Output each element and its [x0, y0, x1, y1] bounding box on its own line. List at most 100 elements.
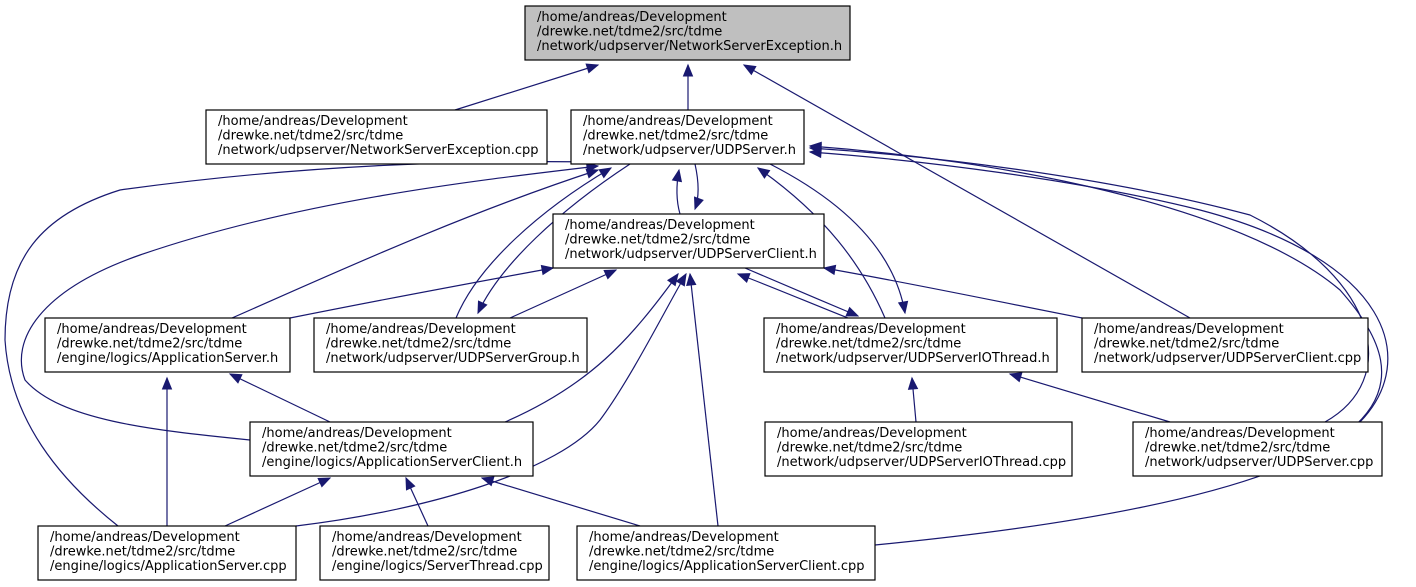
arrowhead-icon [742, 64, 757, 76]
node-label-line: /drewke.net/tdme2/src/tdme [326, 337, 511, 352]
edge-appserverh-to-udpserverh [231, 168, 600, 319]
node-label-line: /network/udpserver/NetworkServerExceptio… [218, 143, 539, 158]
node-label-line: /home/andreas/Development [1145, 426, 1335, 441]
arrowhead-icon [161, 376, 173, 390]
edge-line [295, 273, 687, 527]
node-label-line: /network/udpserver/UDPServerIOThread.cpp [777, 455, 1066, 470]
edge-line [809, 147, 1370, 423]
node-label-line: /engine/logics/ApplicationServerClient.h [262, 455, 522, 470]
node-label-line: /home/andreas/Development [565, 218, 755, 233]
node-label-line: /network/udpserver/UDPServerClient.h [565, 247, 817, 262]
node-label-line: /home/andreas/Development [262, 426, 452, 441]
node-label-line: /drewke.net/tdme2/src/tdme [332, 545, 517, 560]
node-box[interactable] [1132, 421, 1383, 477]
node-label-line: /home/andreas/Development [1094, 322, 1284, 337]
node-label-line: /engine/logics/ApplicationServerClient.c… [589, 559, 865, 574]
arrowhead-icon [1008, 372, 1023, 383]
node-appservercpp[interactable]: /home/andreas/Development/drewke.net/tdm… [37, 525, 297, 581]
node-box[interactable] [319, 525, 550, 581]
edge-line [289, 267, 554, 319]
arrowhead-icon [405, 476, 416, 491]
node-box[interactable] [524, 5, 851, 61]
arrowhead-icon [686, 272, 697, 287]
node-label-line: /drewke.net/tdme2/src/tdme [1145, 441, 1330, 456]
arrowhead-icon [907, 376, 919, 390]
node-box[interactable] [1081, 317, 1369, 373]
node-label-line: /home/andreas/Development [589, 530, 779, 545]
arrowhead-icon [317, 477, 332, 488]
arrowhead-icon [480, 476, 495, 487]
arrowhead-icon [666, 272, 679, 287]
node-box[interactable] [576, 525, 876, 581]
edge-line [504, 273, 679, 423]
node-box[interactable] [570, 109, 805, 165]
edge-line [809, 145, 1383, 546]
edge-groupH-to-udpclienth [509, 269, 618, 319]
node-label-line: /home/andreas/Development [537, 10, 727, 25]
arrowhead-icon [808, 141, 822, 153]
node-box[interactable] [205, 109, 548, 165]
edge-line [455, 167, 612, 319]
edge-appclienth-to-appserverh [228, 373, 331, 423]
node-label-line: /network/udpserver/UDPServerClient.cpp [1094, 351, 1361, 366]
node-udpclienth[interactable]: /home/andreas/Development/drewke.net/tdm… [552, 213, 825, 269]
arrowhead-icon [845, 306, 860, 317]
arrowhead-icon [598, 167, 613, 179]
node-box[interactable] [763, 317, 1058, 373]
arrowhead-icon [228, 373, 243, 384]
node-box[interactable] [313, 317, 588, 373]
edge-line [454, 64, 599, 111]
edge-udpserverh-to-root [682, 63, 694, 110]
edge-line [757, 167, 886, 319]
arrowhead-icon [603, 269, 618, 280]
edge-udpserverh-to-iothreadh [769, 163, 909, 315]
node-root[interactable]: /home/andreas/Development/drewke.net/tdm… [524, 5, 851, 61]
edge-iothreadcpp-to-iothreadh [907, 376, 919, 423]
node-groupH[interactable]: /home/andreas/Development/drewke.net/tdm… [313, 317, 588, 373]
edge-line [737, 273, 849, 319]
node-label-line: /drewke.net/tdme2/src/tdme [57, 337, 242, 352]
node-label-line: /drewke.net/tdme2/src/tdme [537, 25, 722, 40]
node-box[interactable] [37, 525, 297, 581]
node-label-line: /home/andreas/Development [776, 322, 966, 337]
edge-line [823, 267, 1083, 319]
edge-clientcpp-to-root [742, 64, 1191, 319]
node-label-line: /home/andreas/Development [57, 322, 247, 337]
arrowhead-icon [675, 272, 687, 287]
edge-udpclienth-to-iothreadh [744, 267, 860, 317]
edge-udpclienth-to-udpserverh [671, 168, 683, 215]
edge-appservercpp-to-appclienth [224, 477, 332, 527]
edge-line [1009, 373, 1171, 423]
edge-line [20, 165, 599, 441]
arrowhead-icon [682, 63, 694, 77]
arrowhead-icon [671, 168, 683, 183]
edge-line [809, 151, 1389, 423]
node-nsecpp[interactable]: /home/andreas/Development/drewke.net/tdm… [205, 109, 548, 165]
edge-line [744, 267, 859, 317]
node-iothreadh[interactable]: /home/andreas/Development/drewke.net/tdm… [763, 317, 1058, 373]
node-label-line: /drewke.net/tdme2/src/tdme [777, 441, 962, 456]
edge-line [689, 273, 719, 527]
node-label-line: /home/andreas/Development [777, 426, 967, 441]
edge-serverthreadcpp-to-appclienth [405, 476, 429, 527]
node-box[interactable] [249, 421, 534, 477]
node-box[interactable] [764, 421, 1073, 477]
node-label-line: /home/andreas/Development [218, 114, 408, 129]
node-udpserverh[interactable]: /home/andreas/Development/drewke.net/tdm… [570, 109, 805, 165]
node-udpservercpp[interactable]: /home/andreas/Development/drewke.net/tdm… [1132, 421, 1383, 477]
node-serverthreadcpp[interactable]: /home/andreas/Development/drewke.net/tdm… [319, 525, 550, 581]
node-appclientcpp[interactable]: /home/andreas/Development/drewke.net/tdm… [576, 525, 876, 581]
edge-groupH-to-udpserverh [455, 167, 613, 319]
edge-line [743, 64, 1191, 319]
node-label-line: /engine/logics/ApplicationServer.h [57, 351, 278, 366]
nodes-layer: /home/andreas/Development/drewke.net/tdm… [37, 5, 1383, 581]
edge-udpservercpp-to-udpserverh [808, 143, 1370, 423]
node-box[interactable] [552, 213, 825, 269]
arrowhead-icon [736, 273, 751, 283]
node-clientcpp[interactable]: /home/andreas/Development/drewke.net/tdm… [1081, 317, 1369, 373]
node-iothreadcpp[interactable]: /home/andreas/Development/drewke.net/tdm… [764, 421, 1073, 477]
node-box[interactable] [44, 317, 291, 373]
node-appserverh[interactable]: /home/andreas/Development/drewke.net/tdm… [44, 317, 291, 373]
edge-udpservercpp-to-iothreadh [1008, 372, 1171, 423]
node-appclienth[interactable]: /home/andreas/Development/drewke.net/tdm… [249, 421, 534, 477]
